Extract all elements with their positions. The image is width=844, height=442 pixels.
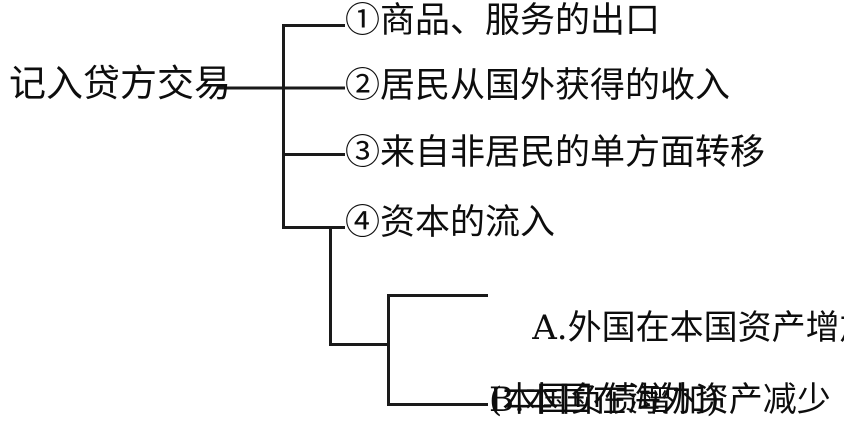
tree-item-3: ③来自非居民的单方面转移 [345,133,766,173]
tree-subitem-a-line2: (本国负债增加) [489,380,720,421]
tree-subitem-b: B.本国在海外资产减少 [489,380,831,420]
root-label: 记入贷方交易 [9,62,231,105]
tree-item-1: ①商品、服务的出口 [345,1,661,41]
tree-subitem-a-line1: A.外国在本国资产增加 [532,308,844,349]
tree-item-2: ②居民从国外获得的收入 [345,66,731,106]
tree-item-4: ④资本的流入 [345,203,556,243]
tree-subitem-a: A.外国在本国资产增加 (本国负债增加) [489,274,844,442]
